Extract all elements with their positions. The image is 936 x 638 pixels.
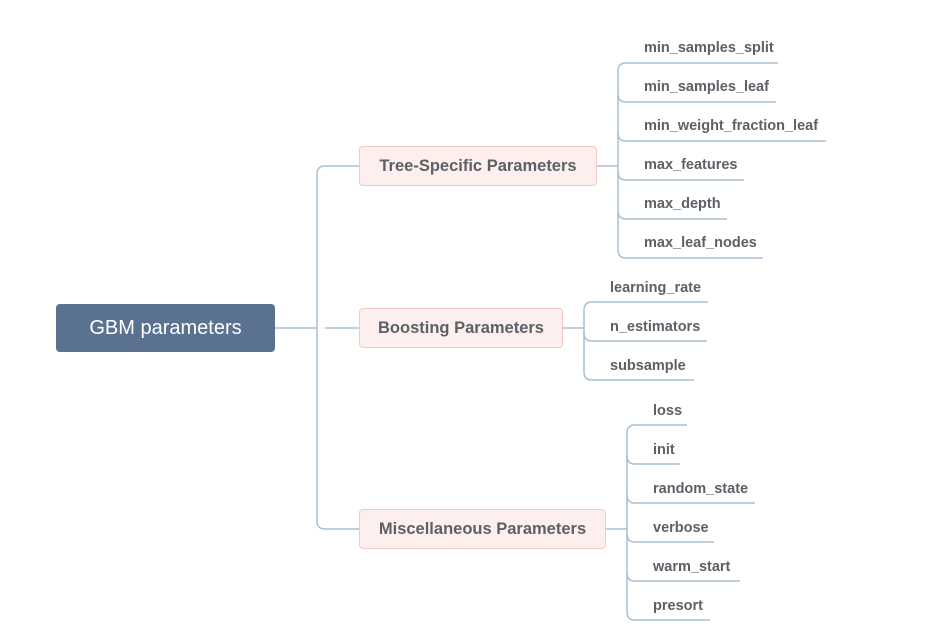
leaf-underline-2-5 bbox=[626, 611, 710, 621]
branch-node-tree-specific[interactable]: Tree-Specific Parameters bbox=[359, 146, 597, 186]
leaf-underline-2-3 bbox=[626, 533, 714, 543]
leaf-init[interactable]: init bbox=[653, 442, 675, 458]
leaf-underline-1-1 bbox=[583, 332, 707, 342]
leaf-max-features[interactable]: max_features bbox=[644, 157, 738, 173]
leaf-subsample[interactable]: subsample bbox=[610, 358, 686, 374]
leaf-underline-0-4 bbox=[617, 210, 727, 220]
leaf-underline-2-4 bbox=[626, 572, 740, 582]
leaf-underline-0-2 bbox=[617, 132, 826, 142]
branch-node-boosting[interactable]: Boosting Parameters bbox=[359, 308, 563, 348]
leaf-underline-0-0 bbox=[617, 62, 778, 72]
leaf-max-leaf-nodes[interactable]: max_leaf_nodes bbox=[644, 235, 757, 251]
leaf-max-depth[interactable]: max_depth bbox=[644, 196, 721, 212]
leaf-underline-1-0 bbox=[583, 301, 708, 311]
leaf-underline-1-2 bbox=[583, 371, 694, 381]
leaf-verbose[interactable]: verbose bbox=[653, 520, 709, 536]
leaf-underline-0-5 bbox=[617, 249, 763, 259]
leaf-random-state[interactable]: random_state bbox=[653, 481, 749, 497]
leaf-min-samples-leaf[interactable]: min_samples_leaf bbox=[644, 79, 769, 95]
trunk-curve-top bbox=[316, 165, 326, 175]
leaf-n-estimators[interactable]: n_estimators bbox=[610, 319, 701, 335]
leaf-underline-2-2 bbox=[626, 494, 755, 504]
leaf-presort[interactable]: presort bbox=[653, 598, 703, 614]
root-node[interactable]: GBM parameters bbox=[56, 304, 275, 352]
leaf-underline-0-1 bbox=[617, 93, 776, 103]
leaf-loss[interactable]: loss bbox=[653, 403, 683, 419]
leaf-min-samples-split[interactable]: min_samples_split bbox=[644, 40, 774, 56]
branch-node-miscellaneous[interactable]: Miscellaneous Parameters bbox=[359, 509, 606, 549]
leaf-learning-rate[interactable]: learning_rate bbox=[610, 280, 702, 296]
leaf-underline-0-3 bbox=[617, 171, 744, 181]
leaf-underline-2-0 bbox=[626, 424, 687, 434]
leaf-warm-start[interactable]: warm_start bbox=[653, 559, 731, 575]
leaf-min-weight-fraction-leaf[interactable]: min_weight_fraction_leaf bbox=[644, 118, 819, 134]
leaf-underline-2-1 bbox=[626, 455, 680, 465]
trunk-curve-bottom bbox=[316, 520, 326, 530]
